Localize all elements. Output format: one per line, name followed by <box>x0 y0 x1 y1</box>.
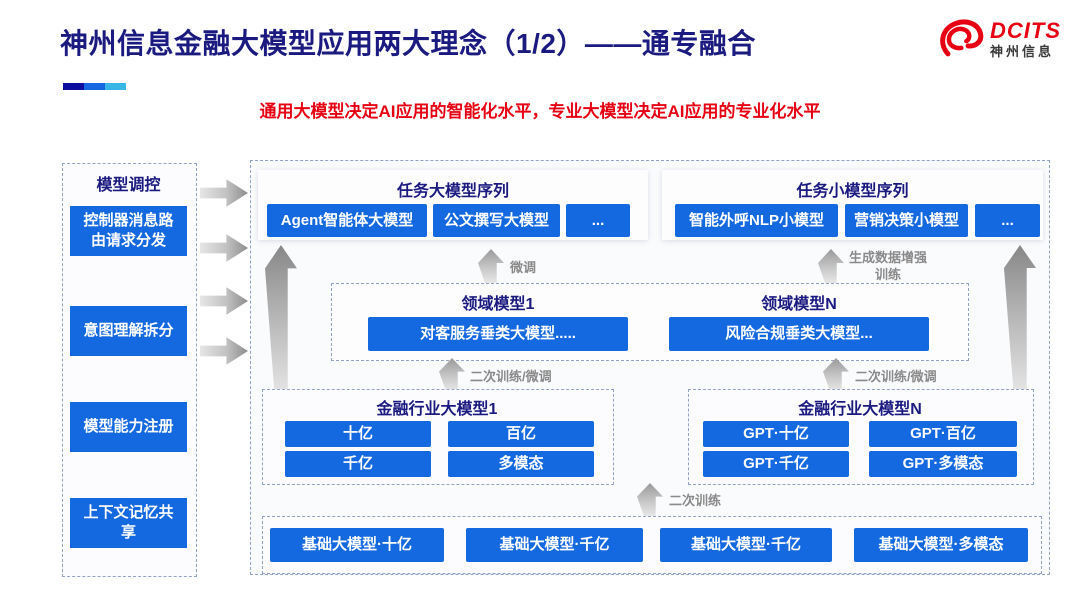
label-retrain-finetune-right: 二次训练/微调 <box>855 369 937 384</box>
arrow-right-icon <box>200 234 248 262</box>
node-gpt-10b: GPT·百亿 <box>869 421 1017 447</box>
node-base-model-100b-a: 基础大模型·千亿 <box>466 528 643 562</box>
accent-seg-navy <box>63 83 84 90</box>
sidebar-item-intent-split: 意图理解拆分 <box>70 306 187 356</box>
node-customer-service-vertical-model: 对客服务垂类大模型..... <box>368 317 628 351</box>
label-finetune: 微调 <box>510 260 537 275</box>
node-1b-params: 十亿 <box>285 421 431 447</box>
domain-model-n-title: 领域模型N <box>761 296 837 313</box>
sidebar-item-capability-register: 模型能力注册 <box>70 402 187 452</box>
dcits-logo-text: DCITS 神州信息 <box>990 18 1061 59</box>
node-task-large-more: ... <box>566 204 630 237</box>
node-document-writing-model: 公文撰写大模型 <box>433 204 560 237</box>
label-retrain-finetune-left: 二次训练/微调 <box>470 369 552 384</box>
task-large-model-title: 任务大模型序列 <box>396 183 509 200</box>
node-base-model-100b-b: 基础大模型·千亿 <box>660 528 832 562</box>
node-base-model-multimodal: 基础大模型·多模态 <box>854 528 1028 562</box>
page-title: 神州信息金融大模型应用两大理念（1/2）——通专融合 <box>60 28 756 59</box>
node-10b-params: 百亿 <box>448 421 594 447</box>
accent-seg-cyan <box>105 83 126 90</box>
dcits-company-name: 神州信息 <box>990 44 1055 59</box>
arrow-right-icon <box>200 179 248 207</box>
sidebar-item-router-dispatch: 控制器消息路由请求分发 <box>70 206 187 256</box>
node-gpt-100b: GPT·千亿 <box>703 451 849 477</box>
domain-model-1-title: 领域模型1 <box>461 296 535 313</box>
node-gpt-1b: GPT·十亿 <box>703 421 849 447</box>
node-agent-large-model: Agent智能体大模型 <box>267 204 427 237</box>
slide-subtitle: 通用大模型决定AI应用的智能化水平，专业大模型决定AI应用的专业化水平 <box>259 102 821 121</box>
node-marketing-decision-small-model: 营销决策小模型 <box>845 204 968 237</box>
node-multimodal: 多模态 <box>448 451 594 477</box>
node-base-model-1b: 基础大模型·十亿 <box>270 528 444 562</box>
dcits-brand-name: DCITS <box>990 18 1061 43</box>
label-gen-data-train: 生成数据增强训练 <box>848 250 927 282</box>
node-task-small-more: ... <box>975 204 1040 237</box>
sidebar-title: 模型调控 <box>96 177 161 194</box>
arrow-right-icon <box>200 287 248 315</box>
sidebar-item-context-share: 上下文记忆共享 <box>70 498 187 548</box>
dcits-logo: DCITS 神州信息 <box>936 18 1061 60</box>
dcits-swirl-icon <box>940 19 984 57</box>
industry-model-n-title: 金融行业大模型N <box>798 401 922 418</box>
label-retrain: 二次训练 <box>669 493 722 508</box>
node-risk-compliance-vertical-model: 风险合规垂类大模型... <box>669 317 929 351</box>
accent-bar <box>63 83 126 90</box>
node-gpt-multimodal: GPT·多模态 <box>869 451 1017 477</box>
accent-seg-blue <box>84 83 105 90</box>
task-small-model-title: 任务小模型序列 <box>796 183 909 200</box>
node-100b-params: 千亿 <box>285 451 431 477</box>
node-nlp-outbound-small-model: 智能外呼NLP小模型 <box>675 204 838 237</box>
industry-model-1-title: 金融行业大模型1 <box>376 401 498 418</box>
arrow-right-icon <box>200 337 248 365</box>
